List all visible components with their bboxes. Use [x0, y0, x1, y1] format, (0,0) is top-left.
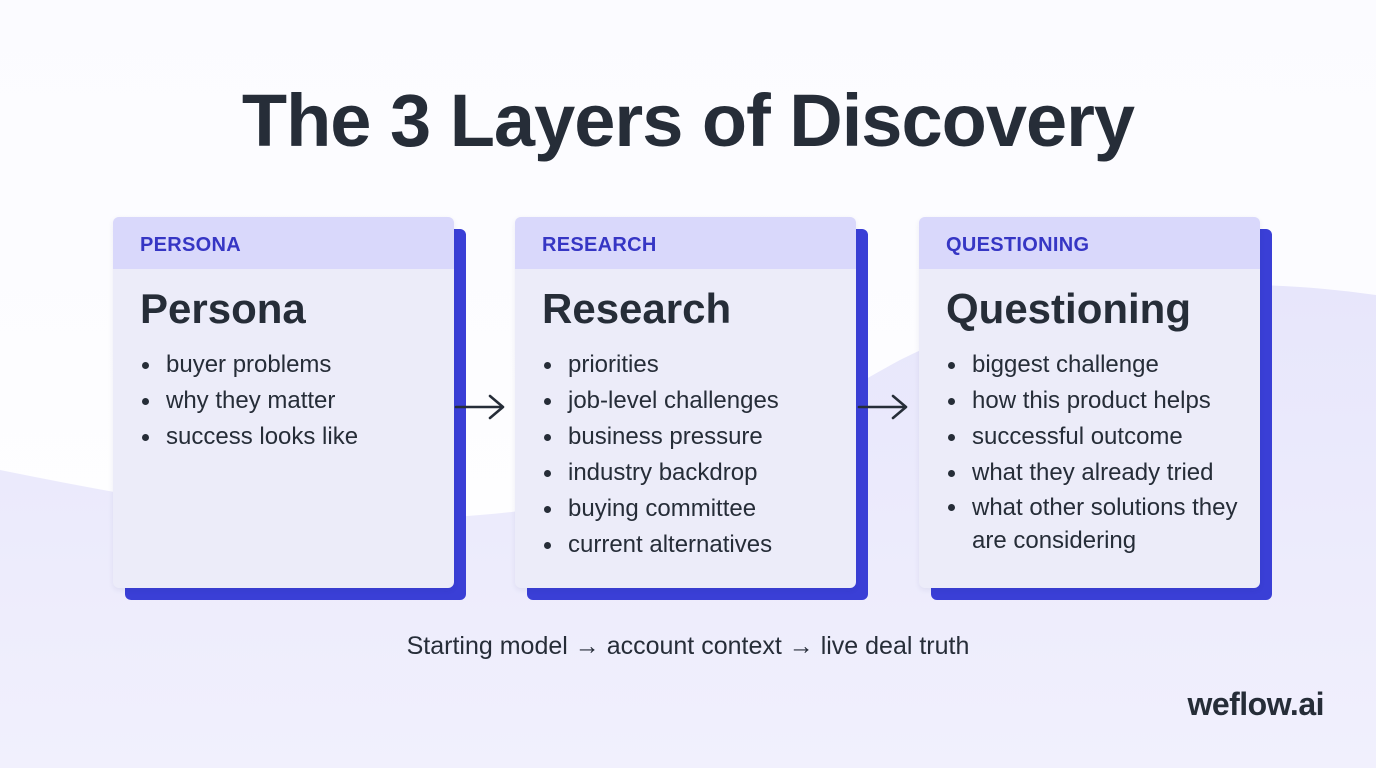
list-item: what they already tried — [946, 455, 1260, 491]
list-item: success looks like — [140, 419, 454, 455]
list-item: job-level challenges — [542, 383, 856, 419]
list-item: buyer problems — [140, 347, 454, 383]
card-heading: Persona — [140, 285, 306, 332]
card-tag: QUESTIONING — [919, 217, 1260, 269]
footer-caption: Starting model → account context → live … — [406, 632, 970, 660]
card-body: RESEARCH Research priorities job-level c… — [515, 217, 856, 588]
arrow-right-icon — [857, 394, 908, 420]
arrow-right-icon — [454, 394, 505, 420]
list-item: current alternatives — [542, 527, 856, 563]
card-body: QUESTIONING Questioning biggest challeng… — [919, 217, 1260, 588]
card-questioning: QUESTIONING Questioning biggest challeng… — [919, 217, 1272, 600]
list-item: industry backdrop — [542, 455, 856, 491]
card-persona: PERSONA Persona buyer problems why they … — [113, 217, 466, 600]
list-item: what other solutions they are considerin… — [946, 491, 1260, 557]
card-tag: PERSONA — [113, 217, 454, 269]
card-heading: Questioning — [946, 285, 1191, 332]
list-item: why they matter — [140, 383, 454, 419]
card-list: biggest challenge how this product helps… — [919, 347, 1260, 557]
list-item: biggest challenge — [946, 347, 1260, 383]
list-item: business pressure — [542, 419, 856, 455]
card-tag: RESEARCH — [515, 217, 856, 269]
card-heading: Research — [542, 285, 732, 332]
page-title: The 3 Layers of Discovery — [241, 79, 1135, 162]
list-item: successful outcome — [946, 419, 1260, 455]
card-research: RESEARCH Research priorities job-level c… — [515, 217, 868, 600]
card-list: priorities job-level challenges business… — [515, 347, 856, 563]
card-body: PERSONA Persona buyer problems why they … — [113, 217, 454, 588]
list-item: priorities — [542, 347, 856, 383]
list-item: buying committee — [542, 491, 856, 527]
card-list: buyer problems why they matter success l… — [113, 347, 454, 455]
brand-logo: weflow.ai — [1187, 686, 1324, 722]
list-item: how this product helps — [946, 383, 1260, 419]
